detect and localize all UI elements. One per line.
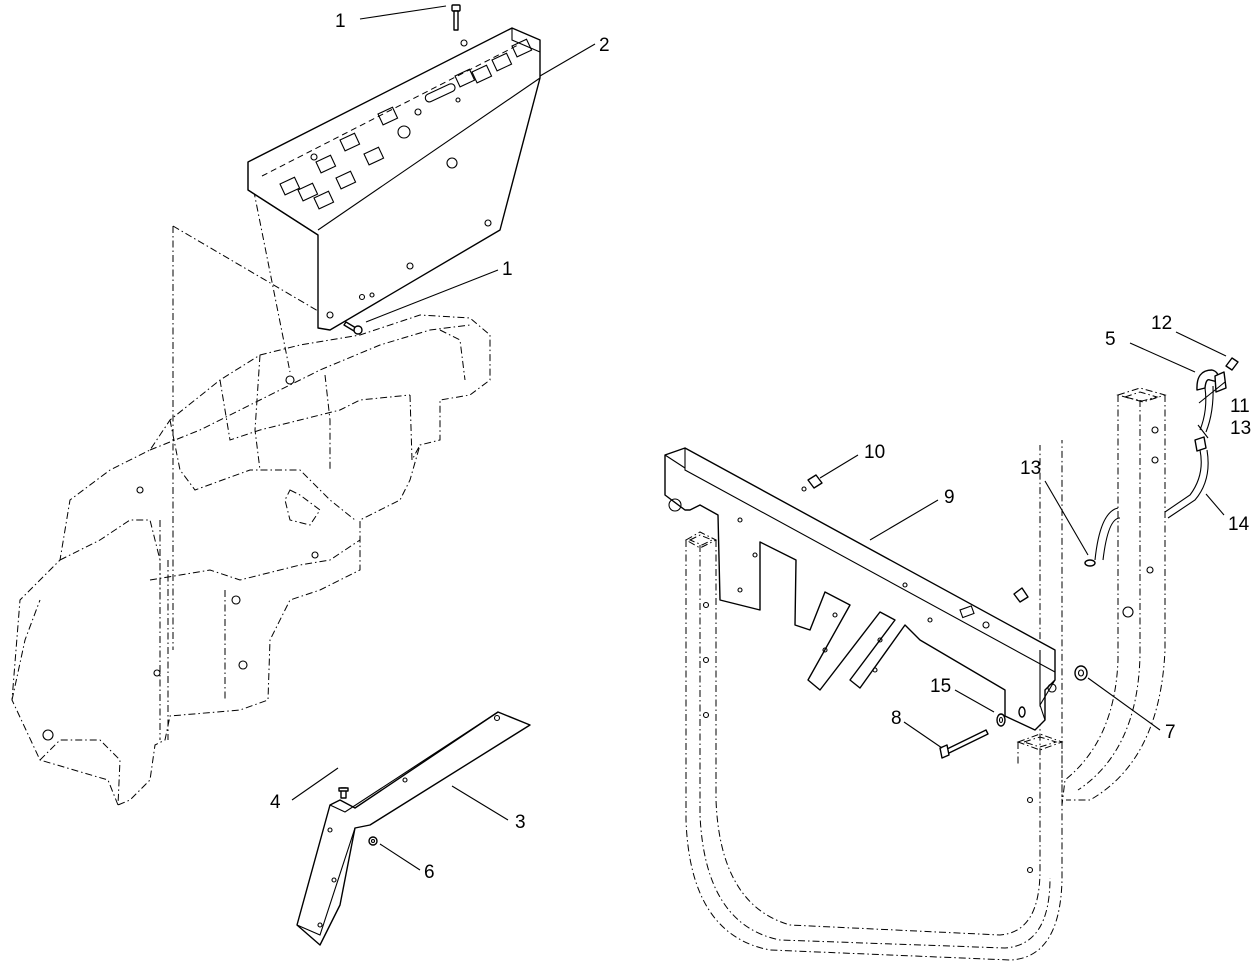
hose-14 [1164, 449, 1209, 519]
leader-lines [291, 5, 1227, 871]
callout-11: 11 [1230, 396, 1250, 417]
callout-2: 2 [599, 35, 610, 56]
callout-8: 8 [891, 708, 902, 729]
callout-4: 4 [270, 792, 281, 813]
callout-6: 6 [424, 862, 435, 883]
screw-bracket [338, 787, 349, 799]
upper-control-panel [247, 27, 541, 331]
callouts: 1 2 1 3 4 6 5 12 11 13 13 14 10 9 7 15 8 [270, 11, 1251, 883]
bolt-10 [801, 474, 823, 492]
clamp-11 [1214, 371, 1227, 393]
screw-12 [1225, 357, 1239, 371]
callout-7: 7 [1165, 722, 1176, 743]
callout-1-lower: 1 [502, 259, 513, 280]
screw-lower [343, 321, 363, 335]
nut-7 [1074, 665, 1088, 681]
u-frame-phantom [684, 387, 1167, 961]
lock-washer [1018, 706, 1026, 718]
callout-1-top: 1 [335, 11, 346, 32]
callout-13-left: 13 [1020, 458, 1041, 479]
callout-12: 12 [1151, 313, 1172, 334]
washer-15 [996, 713, 1006, 727]
frame-tower-phantom [11, 161, 491, 806]
cross-bar [664, 447, 1057, 731]
callout-15: 15 [930, 676, 951, 697]
callout-14: 14 [1228, 514, 1250, 535]
fitting-13-right [1194, 436, 1207, 452]
callout-10: 10 [864, 442, 885, 463]
screw-top [451, 4, 461, 31]
panel-cutouts [279, 38, 533, 210]
callout-5: 5 [1105, 329, 1116, 350]
callout-13-right: 13 [1230, 418, 1251, 439]
bolt-8 [939, 729, 989, 759]
callout-3: 3 [515, 812, 526, 833]
bolt-mid [1013, 587, 1029, 603]
nut-bracket [368, 836, 378, 846]
hose-13-left [1084, 507, 1121, 567]
lower-bracket [296, 711, 531, 946]
callout-9: 9 [944, 487, 955, 508]
